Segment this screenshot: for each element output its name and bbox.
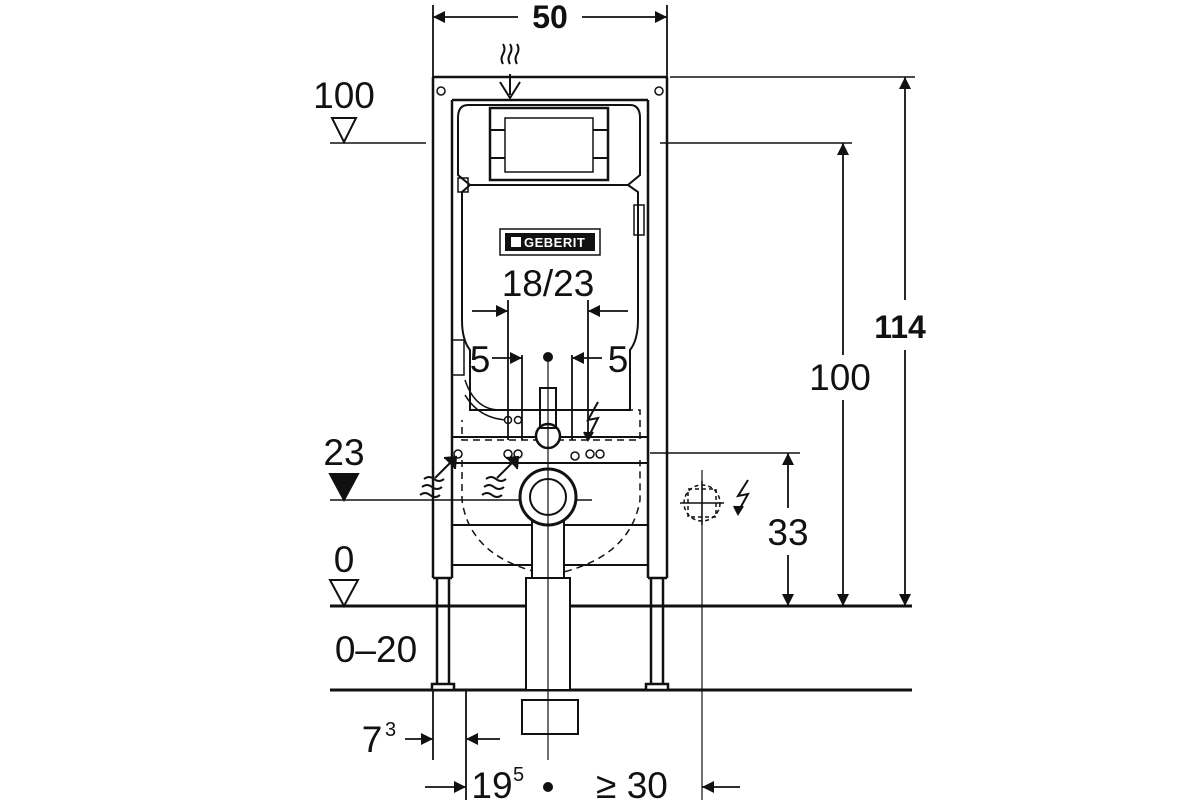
dim-level-23: 23 — [323, 432, 364, 473]
drain-bend — [521, 699, 579, 735]
level-100-marker — [330, 117, 358, 145]
dim-outlet-offset-sup: 5 — [513, 764, 524, 786]
dim-level-0: 0 — [334, 539, 355, 580]
left-foot — [430, 682, 456, 692]
ventilation-icon — [499, 43, 521, 100]
dim-foot-offset: 7 — [362, 719, 383, 760]
dim-total-height: 114 — [874, 309, 926, 345]
fixing-bolts — [453, 415, 605, 461]
installation-frame — [430, 75, 670, 692]
brand-logo-text: GEBERIT — [524, 235, 585, 250]
centre-mark-bottom — [543, 782, 553, 792]
dim-right-offset: 5 — [608, 339, 629, 380]
dim-floor-range: 0–20 — [335, 629, 417, 670]
dim-foot-offset-sup: 3 — [385, 719, 396, 741]
dim-frame-width: 50 — [532, 0, 568, 35]
level-23-marker — [328, 473, 360, 503]
socket-symbol — [680, 481, 724, 525]
dim-actuator-height: 100 — [809, 357, 871, 398]
dim-left-offset: 5 — [470, 339, 491, 380]
level-markers — [328, 117, 360, 609]
reference-lines — [330, 76, 915, 692]
dim-outlet-spacing: 18/23 — [502, 263, 595, 304]
dim-side-clearance: ≥ 30 — [596, 765, 668, 800]
right-foot — [644, 682, 670, 692]
cistern — [451, 104, 645, 421]
centre-mark-top — [543, 352, 553, 362]
water-supply-icon — [419, 455, 520, 498]
wc-bowl-outline — [461, 409, 641, 576]
brand-logo: GEBERIT — [499, 228, 601, 256]
dimension-labels: 50 114 100 100 23 0 0–20 18/23 5 5 33 7 … — [313, 0, 926, 800]
actuator-opening — [488, 106, 610, 182]
dim-level-100: 100 — [313, 75, 375, 116]
dim-socket-height: 33 — [767, 512, 808, 553]
level-0-marker — [328, 579, 360, 609]
dimension-lines — [405, 5, 911, 800]
dim-outlet-offset: 19 — [471, 765, 512, 800]
